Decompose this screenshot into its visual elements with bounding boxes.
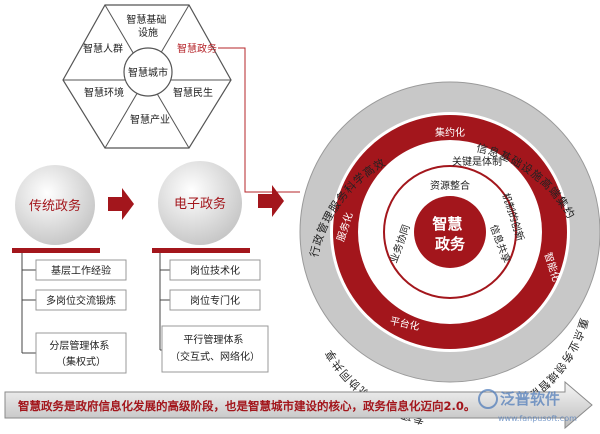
- watermark-brand: 泛普软件: [500, 390, 560, 408]
- watermark-url: www.fanpusoft.com: [498, 414, 577, 423]
- watermark-logo-icon: [478, 389, 498, 409]
- stage-electronic: 电子政务 岗位技术化 岗位专门化 平行管理体系 （交互式、网络化）: [152, 161, 269, 373]
- summary-banner-text: 智慧政务是政府信息化发展的高级阶段，也是智慧城市建设的核心，政务信息化迈向2.0…: [18, 399, 475, 413]
- hexagon-label-industry: 智慧产业: [130, 113, 170, 126]
- stage-traditional: 传统政务 基层工作经验 多岗位交流锻炼 分层管理体系 （集权式）: [12, 165, 127, 374]
- stage-electronic-item-box: [161, 325, 269, 373]
- hexagon-label-livelihood: 智慧民生: [173, 86, 213, 99]
- wheel-core: [414, 196, 486, 268]
- stage-electronic-item-box: [169, 289, 261, 311]
- wheel-inner-label: 资源整合: [430, 179, 470, 192]
- watermark: 泛普软件 www.fanpusoft.com: [478, 389, 577, 423]
- hexagon-label-government[interactable]: 智慧政务: [177, 42, 217, 55]
- callout-connector-line: [218, 47, 300, 193]
- stage-traditional-item: 分层管理体系 （集权式）: [49, 339, 112, 368]
- stage-traditional-ball: [15, 165, 95, 245]
- wheel-red-label: 关键是体制: [452, 155, 502, 168]
- wheel-core-label: 智慧 政务: [432, 215, 467, 253]
- stage-traditional-item-box: [35, 289, 127, 311]
- stage-electronic-item-box: [169, 259, 261, 281]
- stage-traditional-item-box: [35, 332, 127, 374]
- stage-arrow-icon: [258, 185, 284, 217]
- wheel-red-label: 集约化: [435, 126, 465, 139]
- hexagon-label-infrastructure: 智慧基础 设施: [126, 13, 169, 39]
- hexagon-label-people: 智慧人群: [83, 42, 123, 55]
- stage-arrow-icon: [108, 188, 134, 220]
- stage-electronic-ball: [158, 161, 242, 245]
- stage-traditional-title: 传统政务: [29, 198, 81, 214]
- stage-traditional-item-box: [35, 259, 127, 281]
- stage-electronic-item: 岗位专门化: [190, 294, 240, 307]
- smart-government-wheel: 智慧 政务 资源整合 信息共享 业务协同 集约化 关键是体制 机制的创新 智能化…: [299, 81, 600, 427]
- stage-electronic-item: 平行管理体系 （交互式、网络化）: [170, 333, 260, 363]
- stage-electronic-item: 岗位技术化: [190, 264, 240, 277]
- stage-electronic-bar: [152, 248, 250, 253]
- hexagon-center-label: 智慧城市: [128, 66, 168, 79]
- summary-banner: 智慧政务是政府信息化发展的高级阶段，也是智慧城市建设的核心，政务信息化迈向2.0…: [4, 380, 593, 430]
- stage-traditional-item: 基层工作经验: [51, 264, 111, 277]
- hexagon-label-environment: 智慧环境: [84, 86, 124, 99]
- stage-traditional-item: 多岗位交流锻炼: [46, 294, 116, 307]
- stage-traditional-bar: [12, 248, 100, 253]
- smart-city-hexagon: 智慧城市 智慧基础 设施 智慧政务 智慧民生 智慧产业 智慧环境 智慧人群: [62, 4, 232, 149]
- stage-electronic-title: 电子政务: [174, 196, 226, 212]
